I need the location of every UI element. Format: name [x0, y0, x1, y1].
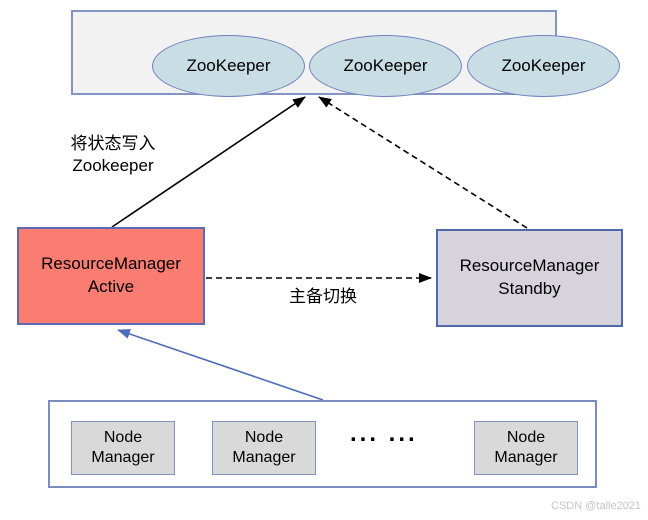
zookeeper-node-label: ZooKeeper — [343, 56, 428, 75]
nodemanager-cluster-container: Node Manager Node Manager ... ... Node M… — [48, 400, 597, 488]
zookeeper-node: ZooKeeper — [467, 35, 620, 97]
nodemanager-ellipsis: ... ... — [350, 420, 418, 447]
nodemanager-label-line2: Manager — [232, 449, 296, 466]
nodemanager-box: Node Manager — [474, 421, 578, 475]
resourcemanager-active-label-line2: Active — [87, 277, 135, 296]
standby-watch-dashed-arrow — [318, 96, 528, 229]
nodemanager-label-line2: Manager — [91, 449, 155, 466]
nodemanager-box: Node Manager — [71, 421, 175, 475]
resourcemanager-standby-label-line1: ResourceManager — [459, 256, 600, 276]
failover-label: 主备切换 — [289, 287, 357, 306]
zookeeper-cluster-container: ZooKeeper ZooKeeper ZooKeeper — [71, 10, 620, 97]
write-state-label: 将状态写入 Zookeeper — [58, 133, 168, 177]
resourcemanager-standby-box: ResourceManager Standby — [436, 229, 623, 327]
zookeeper-node-label: ZooKeeper — [501, 56, 586, 75]
nodemanager-report-arrow — [117, 329, 324, 401]
write-state-label-line2: Zookeeper — [72, 156, 154, 176]
resourcemanager-standby-label-line2: Standby — [498, 279, 561, 298]
zookeeper-node: ZooKeeper — [309, 35, 462, 97]
resourcemanager-active-box: ResourceManager Active — [17, 227, 205, 325]
nodemanager-label-line1: Node — [244, 429, 284, 446]
resourcemanager-active-label-line1: ResourceManager — [41, 254, 181, 274]
nodemanager-box: Node Manager — [212, 421, 316, 475]
zookeeper-node-label: ZooKeeper — [186, 56, 271, 75]
zookeeper-node: ZooKeeper — [152, 35, 305, 97]
nodemanager-label-line1: Node — [103, 429, 143, 446]
nodemanager-label-line2: Manager — [494, 449, 558, 466]
watermark: CSDN @talle2021 — [551, 500, 642, 512]
nodemanager-label-line1: Node — [506, 429, 546, 446]
write-state-label-line1: 将状态写入 — [70, 134, 156, 153]
